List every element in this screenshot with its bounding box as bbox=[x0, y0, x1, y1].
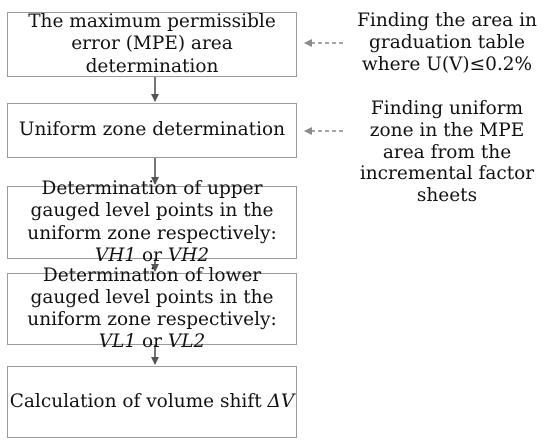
step-box-uniform-zone: Uniform zone determination bbox=[7, 103, 297, 158]
step-box-mpe-area: The maximum permissible error (MPE) area… bbox=[7, 11, 297, 77]
step-text: Determination of lower gauged level poin… bbox=[27, 264, 277, 353]
step-text: Uniform zone determination bbox=[18, 119, 286, 141]
step-text: The maximum permissible error (MPE) area… bbox=[28, 11, 276, 77]
note-graduation-table: Finding the area in graduation table whe… bbox=[357, 10, 537, 75]
note-incremental-factor: Finding uniform zone in the MPE area fro… bbox=[359, 98, 535, 207]
step-box-upper-level: Determination of upper gauged level poin… bbox=[7, 178, 297, 266]
step-box-lower-level: Determination of lower gauged level poin… bbox=[7, 265, 297, 352]
step-text: Determination of upper gauged level poin… bbox=[27, 178, 277, 266]
step-box-volume-shift: Calculation of volume shift ΔV bbox=[7, 366, 297, 438]
step-text: Calculation of volume shift ΔV bbox=[9, 390, 295, 412]
